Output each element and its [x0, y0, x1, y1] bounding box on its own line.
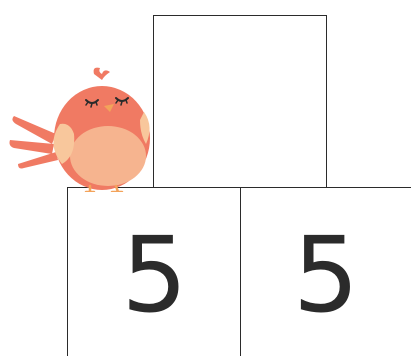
top-answer-box[interactable]	[153, 15, 327, 190]
bottom-left-box: 5	[67, 187, 242, 356]
bird-icon	[6, 64, 156, 192]
bottom-right-number: 5	[241, 210, 411, 340]
bottom-left-number: 5	[68, 210, 241, 340]
bottom-right-box: 5	[240, 187, 411, 356]
